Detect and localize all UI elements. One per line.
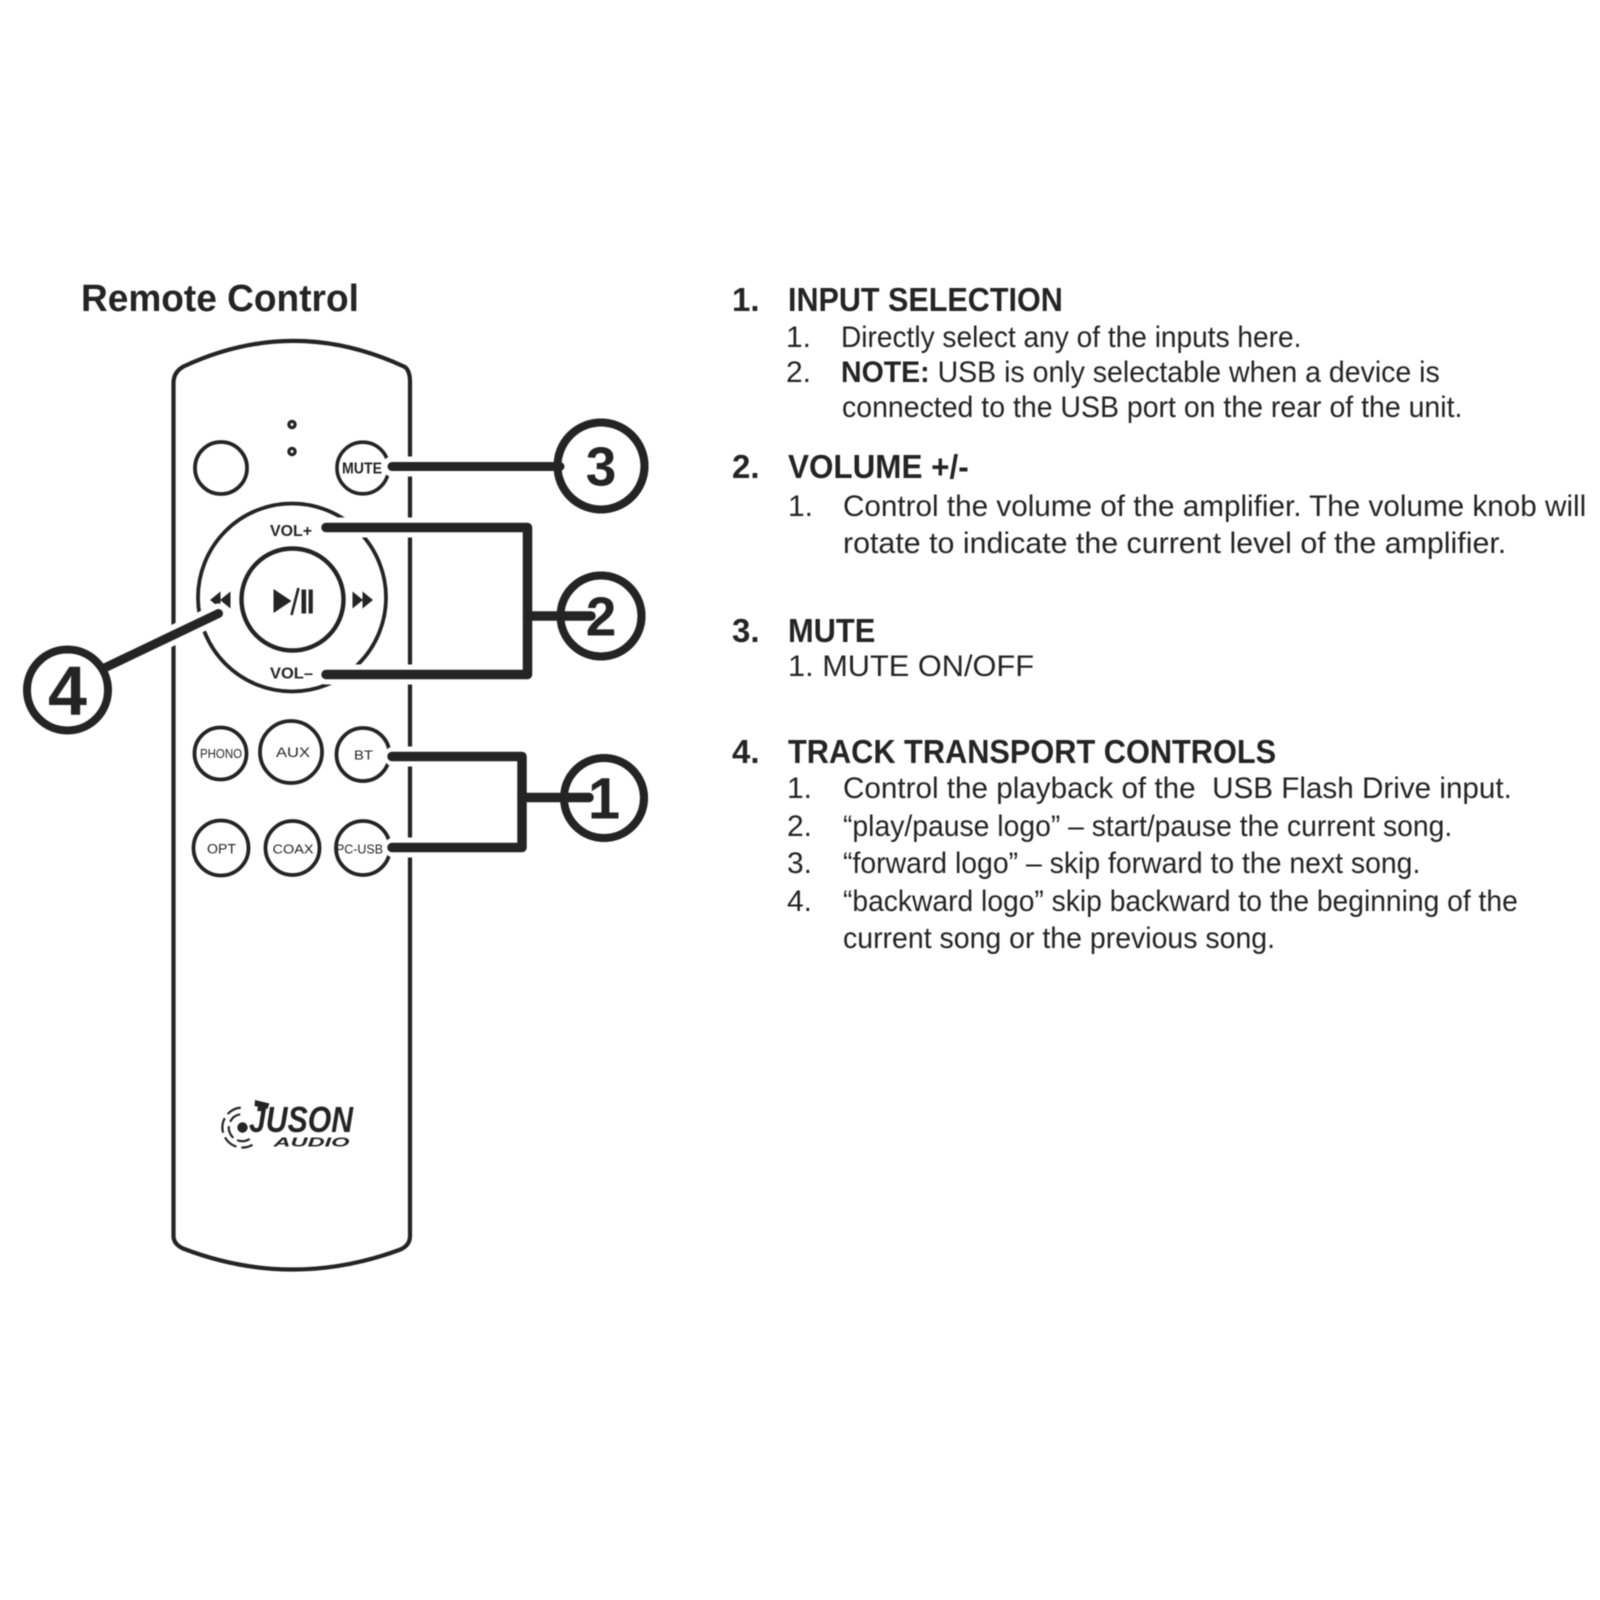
svg-text:2: 2 (586, 586, 617, 648)
svg-text:PHONO: PHONO (200, 746, 242, 761)
svg-text:AUX: AUX (276, 744, 311, 760)
svg-text:4: 4 (48, 652, 87, 730)
svg-text:VOL–: VOL– (270, 665, 313, 682)
svg-text:1: 1 (588, 767, 620, 832)
svg-text:PC-USB: PC-USB (336, 842, 383, 856)
svg-text:COAX: COAX (273, 841, 314, 856)
svg-text:AUDIO: AUDIO (272, 1135, 350, 1150)
svg-text:3: 3 (586, 436, 617, 498)
svg-text:JUSON: JUSON (249, 1099, 354, 1140)
svg-text:MUTE: MUTE (342, 461, 382, 478)
svg-text:VOL+: VOL+ (270, 523, 312, 540)
svg-text:OPT: OPT (207, 841, 236, 856)
svg-text:BT: BT (354, 748, 373, 763)
